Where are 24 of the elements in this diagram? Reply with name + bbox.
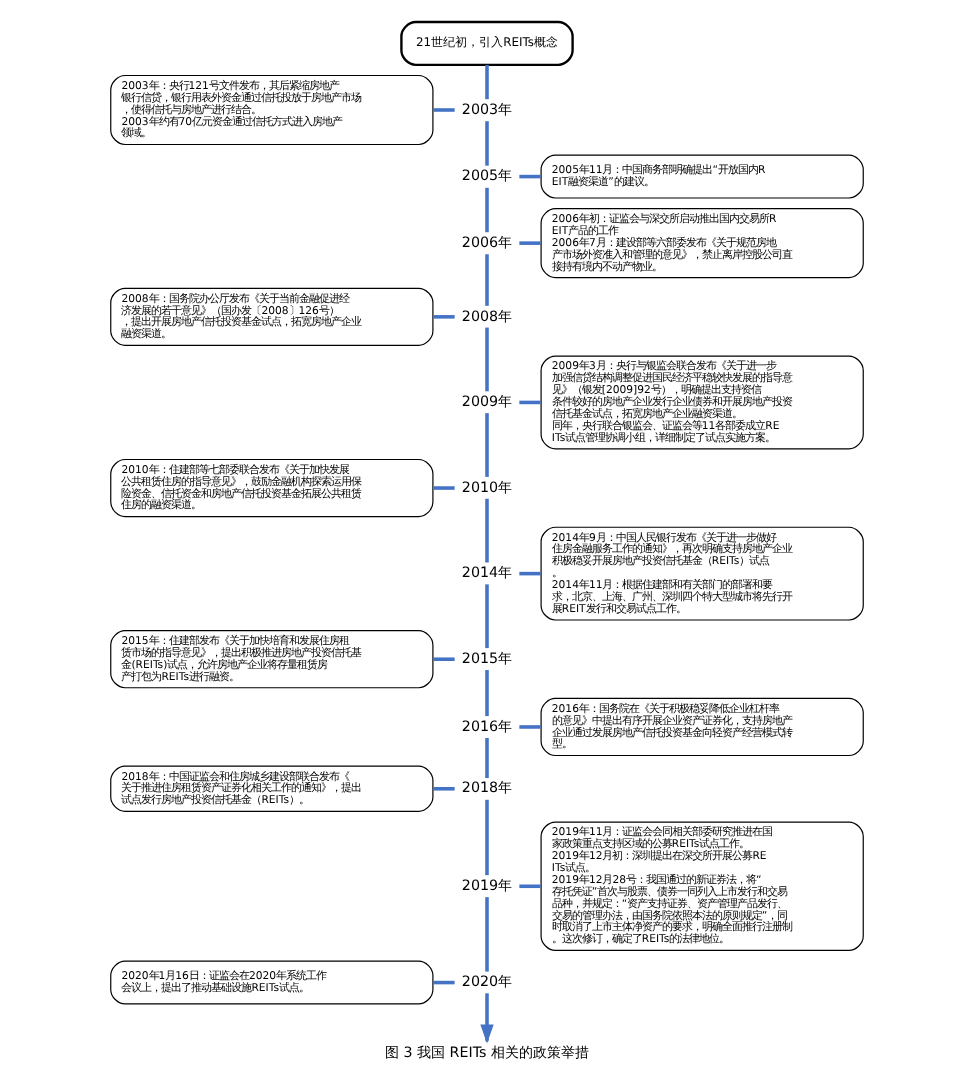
connector: [519, 174, 541, 179]
connector: [433, 108, 455, 112]
connector: [433, 787, 455, 791]
connector: [485, 670, 489, 717]
connector: [485, 584, 489, 649]
connector: [519, 725, 541, 729]
connector: [485, 799, 489, 876]
connector: [485, 64, 489, 100]
connector: [485, 498, 489, 563]
connector: [433, 486, 455, 490]
connector: [485, 327, 489, 392]
connector: [485, 738, 489, 778]
connector: [485, 254, 489, 306]
connector: [485, 897, 489, 972]
connector: [519, 241, 541, 245]
connector: [433, 980, 455, 985]
connector: [485, 413, 489, 477]
connector: [433, 657, 455, 661]
connector: [519, 571, 541, 576]
connector: [519, 400, 541, 405]
connector: [485, 121, 489, 166]
connector: [485, 187, 489, 233]
connector: [519, 884, 541, 889]
connector: [433, 315, 455, 319]
